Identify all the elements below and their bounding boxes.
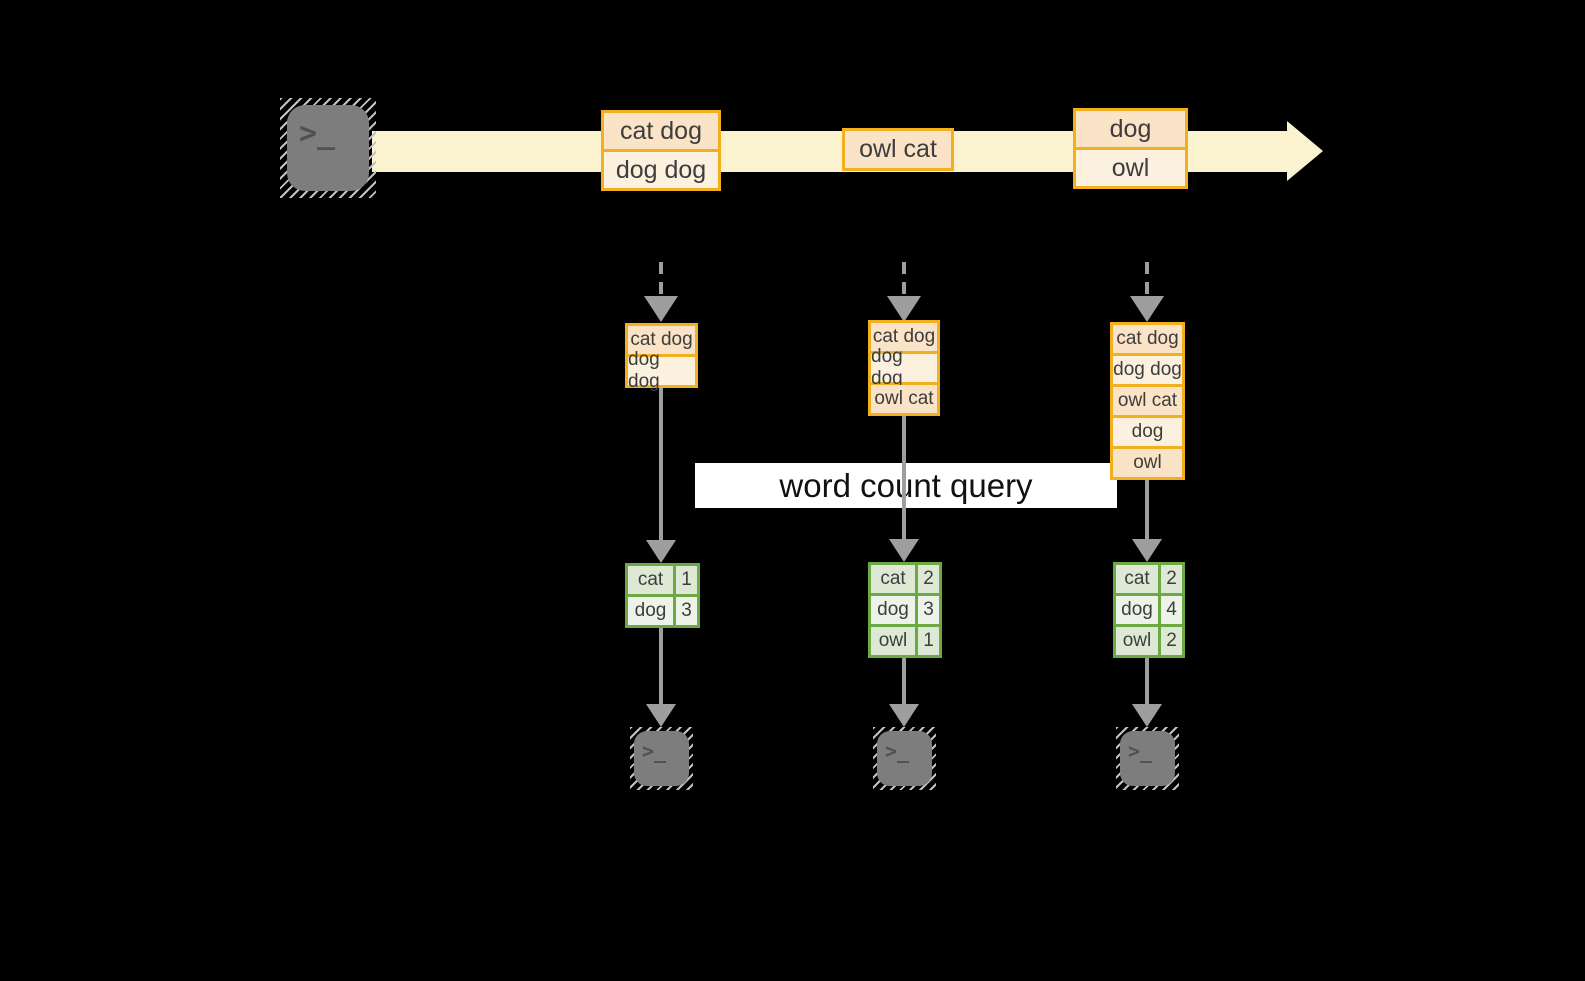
stream-event-box-1: cat dog dog dog [601, 110, 721, 191]
flow-arrow-head-icon [646, 704, 676, 727]
count-cell: 2 [918, 565, 939, 593]
flow-arrow-head-icon [889, 539, 919, 562]
state-line: dog dog [871, 346, 937, 389]
dashed-arrow-line [659, 262, 663, 294]
flow-arrow-line [902, 416, 906, 541]
sink-terminal-icon-2: >_ [873, 727, 936, 790]
count-row: cat 2 [871, 565, 939, 593]
word-cell: cat [1116, 565, 1158, 593]
word-cell: dog [1116, 596, 1158, 624]
dashed-arrow-line [902, 262, 906, 294]
terminal-prompt-glyph: >_ [877, 731, 932, 786]
count-cell: 1 [676, 566, 697, 594]
sink-terminal-icon-1: >_ [630, 727, 693, 790]
word-cell: cat [871, 565, 915, 593]
word-cell: owl [1116, 627, 1158, 655]
state-box-1: cat dog dog dog [625, 323, 698, 392]
sink-terminal-icon-3: >_ [1116, 727, 1179, 790]
state-box-2: cat dog dog dog owl cat [868, 320, 940, 416]
state-line: cat dog [628, 326, 695, 354]
event-line: cat dog [604, 113, 718, 149]
flow-arrow-line [659, 628, 663, 706]
event-line: owl cat [845, 131, 951, 168]
count-row: dog 3 [628, 597, 697, 625]
state-line: owl cat [871, 385, 937, 413]
word-cell: dog [628, 597, 673, 625]
event-line: dog dog [604, 152, 718, 188]
count-row: dog 3 [871, 596, 939, 624]
state-line: dog [1113, 418, 1182, 446]
word-cell: owl [871, 627, 915, 655]
query-label: word count query [695, 463, 1117, 508]
flow-arrow-line [659, 388, 663, 542]
dashed-arrow-head-icon [644, 296, 678, 322]
terminal-prompt-glyph: >_ [1120, 731, 1175, 786]
word-cell: cat [628, 566, 673, 594]
count-table-1: cat 1 dog 3 [625, 563, 700, 628]
count-row: cat 2 [1116, 565, 1182, 593]
state-line: dog dog [1113, 356, 1182, 384]
count-cell: 2 [1161, 627, 1182, 655]
flow-arrow-head-icon [1132, 539, 1162, 562]
state-line: owl [1113, 449, 1182, 477]
event-line: owl [1076, 150, 1185, 186]
flow-arrow-head-icon [889, 704, 919, 727]
stream-event-box-3: dog owl [1073, 108, 1188, 189]
count-cell: 3 [918, 596, 939, 624]
state-line: cat dog [1113, 325, 1182, 353]
event-line: dog [1076, 111, 1185, 147]
flow-arrow-head-icon [1132, 704, 1162, 727]
dashed-arrow-line [1145, 262, 1149, 294]
state-box-3: cat dog dog dog owl cat dog owl [1110, 322, 1185, 480]
count-cell: 2 [1161, 565, 1182, 593]
flow-arrow-line [902, 658, 906, 706]
count-cell: 4 [1161, 596, 1182, 624]
dashed-arrow-head-icon [1130, 296, 1164, 322]
word-cell: dog [871, 596, 915, 624]
count-cell: 1 [918, 627, 939, 655]
count-row: owl 1 [871, 627, 939, 655]
flow-arrow-line [1145, 658, 1149, 706]
terminal-prompt-glyph: >_ [634, 731, 689, 786]
state-line: cat dog [871, 323, 937, 351]
state-line: owl cat [1113, 387, 1182, 415]
count-row: owl 2 [1116, 627, 1182, 655]
stream-event-box-2: owl cat [842, 128, 954, 171]
dashed-arrow-head-icon [887, 296, 921, 322]
count-row: cat 1 [628, 566, 697, 594]
terminal-prompt-glyph: >_ [287, 105, 369, 191]
flow-arrow-head-icon [646, 540, 676, 563]
flow-arrow-line [1145, 480, 1149, 541]
count-cell: 3 [676, 597, 697, 625]
state-line: dog dog [628, 349, 695, 392]
count-row: dog 4 [1116, 596, 1182, 624]
source-terminal-icon: >_ [280, 98, 376, 198]
count-table-2: cat 2 dog 3 owl 1 [868, 562, 942, 658]
count-table-3: cat 2 dog 4 owl 2 [1113, 562, 1185, 658]
stream-arrowhead-icon [1287, 121, 1323, 181]
